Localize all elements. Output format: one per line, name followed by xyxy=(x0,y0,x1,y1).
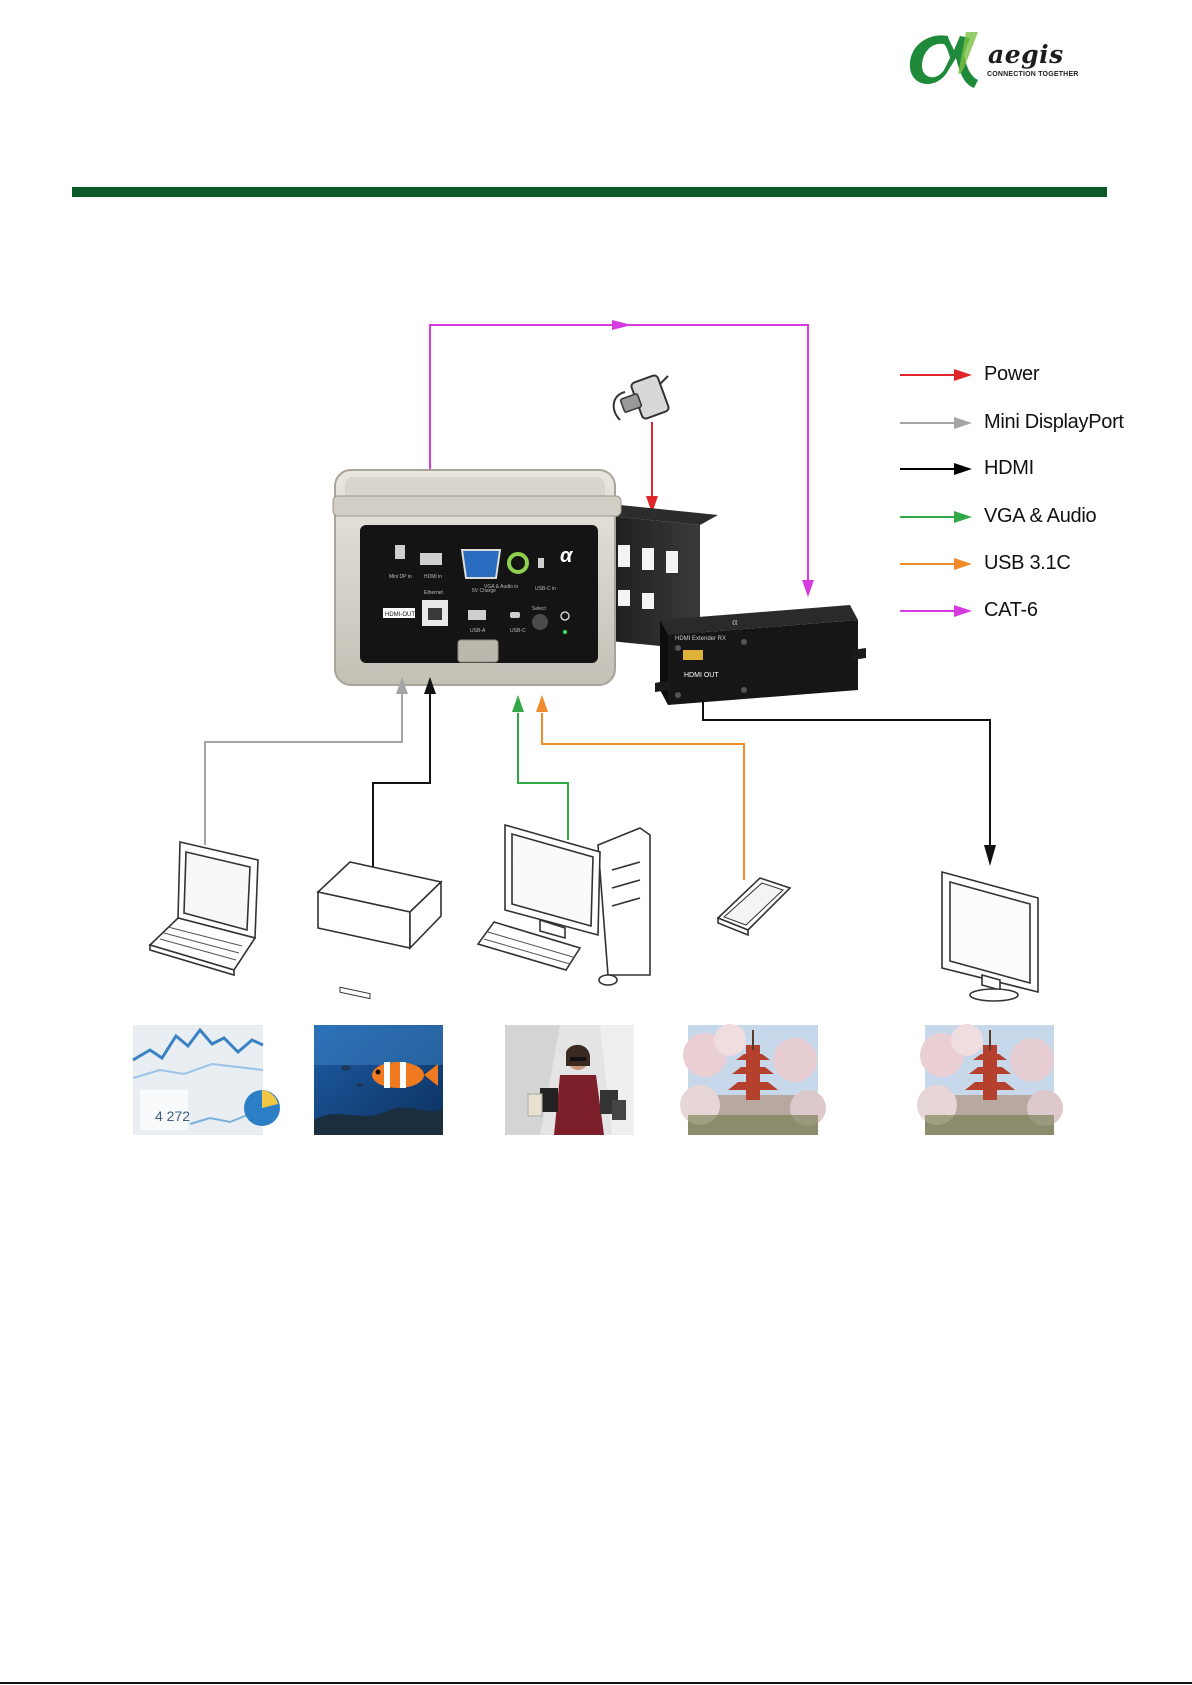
usb-c-arrowhead-icon xyxy=(536,695,548,712)
svg-text:4 272: 4 272 xyxy=(155,1108,190,1124)
legend-label-mini-displayport: Mini DisplayPort xyxy=(984,411,1124,434)
legend-arrowhead-usb-c-icon xyxy=(954,558,972,570)
svg-text:Ethernet: Ethernet xyxy=(424,590,444,596)
svg-text:HDMI Extender RX: HDMI Extender RX xyxy=(675,636,726,642)
legend-arrowhead-hdmi-icon xyxy=(954,463,972,475)
cat6-midarrow-icon xyxy=(612,320,632,330)
power-adapter-icon xyxy=(614,374,670,420)
hdmi-receiver-icon: HDMI Extender RX HDMI OUT α xyxy=(655,605,866,705)
svg-text:Mini DP in: Mini DP in xyxy=(389,574,412,580)
media-player-icon xyxy=(318,862,441,999)
thumbnail-pagoda-output xyxy=(917,1024,1063,1135)
svg-text:USB-A: USB-A xyxy=(470,628,486,634)
legend-arrows xyxy=(900,369,972,617)
svg-text:HDMI OUT: HDMI OUT xyxy=(684,672,719,679)
svg-text:α: α xyxy=(732,617,738,627)
svg-text:HDMI-OUT: HDMI-OUT xyxy=(385,612,415,618)
legend-label-hdmi: HDMI xyxy=(984,457,1034,480)
legend-arrowhead-mini-displayport-icon xyxy=(954,417,972,429)
svg-text:α: α xyxy=(560,545,574,567)
svg-text:Select: Select xyxy=(532,606,547,612)
hdmi-output-link xyxy=(703,700,990,848)
vga-audio-arrowhead-icon xyxy=(512,695,524,712)
legend-arrowhead-vga-audio-icon xyxy=(954,511,972,523)
hdmi-output-arrowhead-icon xyxy=(984,845,996,866)
thumbnail-clownfish xyxy=(314,1025,443,1135)
svg-text:5V Charge: 5V Charge xyxy=(472,588,496,594)
monitor-icon xyxy=(942,872,1038,1001)
legend-arrowhead-power-icon xyxy=(954,369,972,381)
legend-label-power: Power xyxy=(984,363,1039,386)
desktop-pc-icon xyxy=(478,825,650,985)
footer-rule xyxy=(0,1682,1192,1684)
legend-label-usb-c: USB 3.1C xyxy=(984,552,1071,575)
legend-label-vga-audio: VGA & Audio xyxy=(984,505,1096,528)
legend-label-cat6: CAT-6 xyxy=(984,599,1038,622)
svg-text:USB-C: USB-C xyxy=(510,628,526,634)
thumbnail-analytics: 4 272 xyxy=(133,1025,280,1135)
thumbnail-pagoda xyxy=(680,1024,826,1135)
thumbnail-shopper xyxy=(505,1025,634,1135)
svg-text:HDMI in: HDMI in xyxy=(424,574,442,580)
cat6-arrowhead-icon xyxy=(802,580,814,597)
svg-text:USB-C in: USB-C in xyxy=(535,586,556,592)
legend-arrowhead-cat6-icon xyxy=(954,605,972,617)
laptop-icon xyxy=(150,842,258,975)
smartphone-icon xyxy=(718,878,790,935)
